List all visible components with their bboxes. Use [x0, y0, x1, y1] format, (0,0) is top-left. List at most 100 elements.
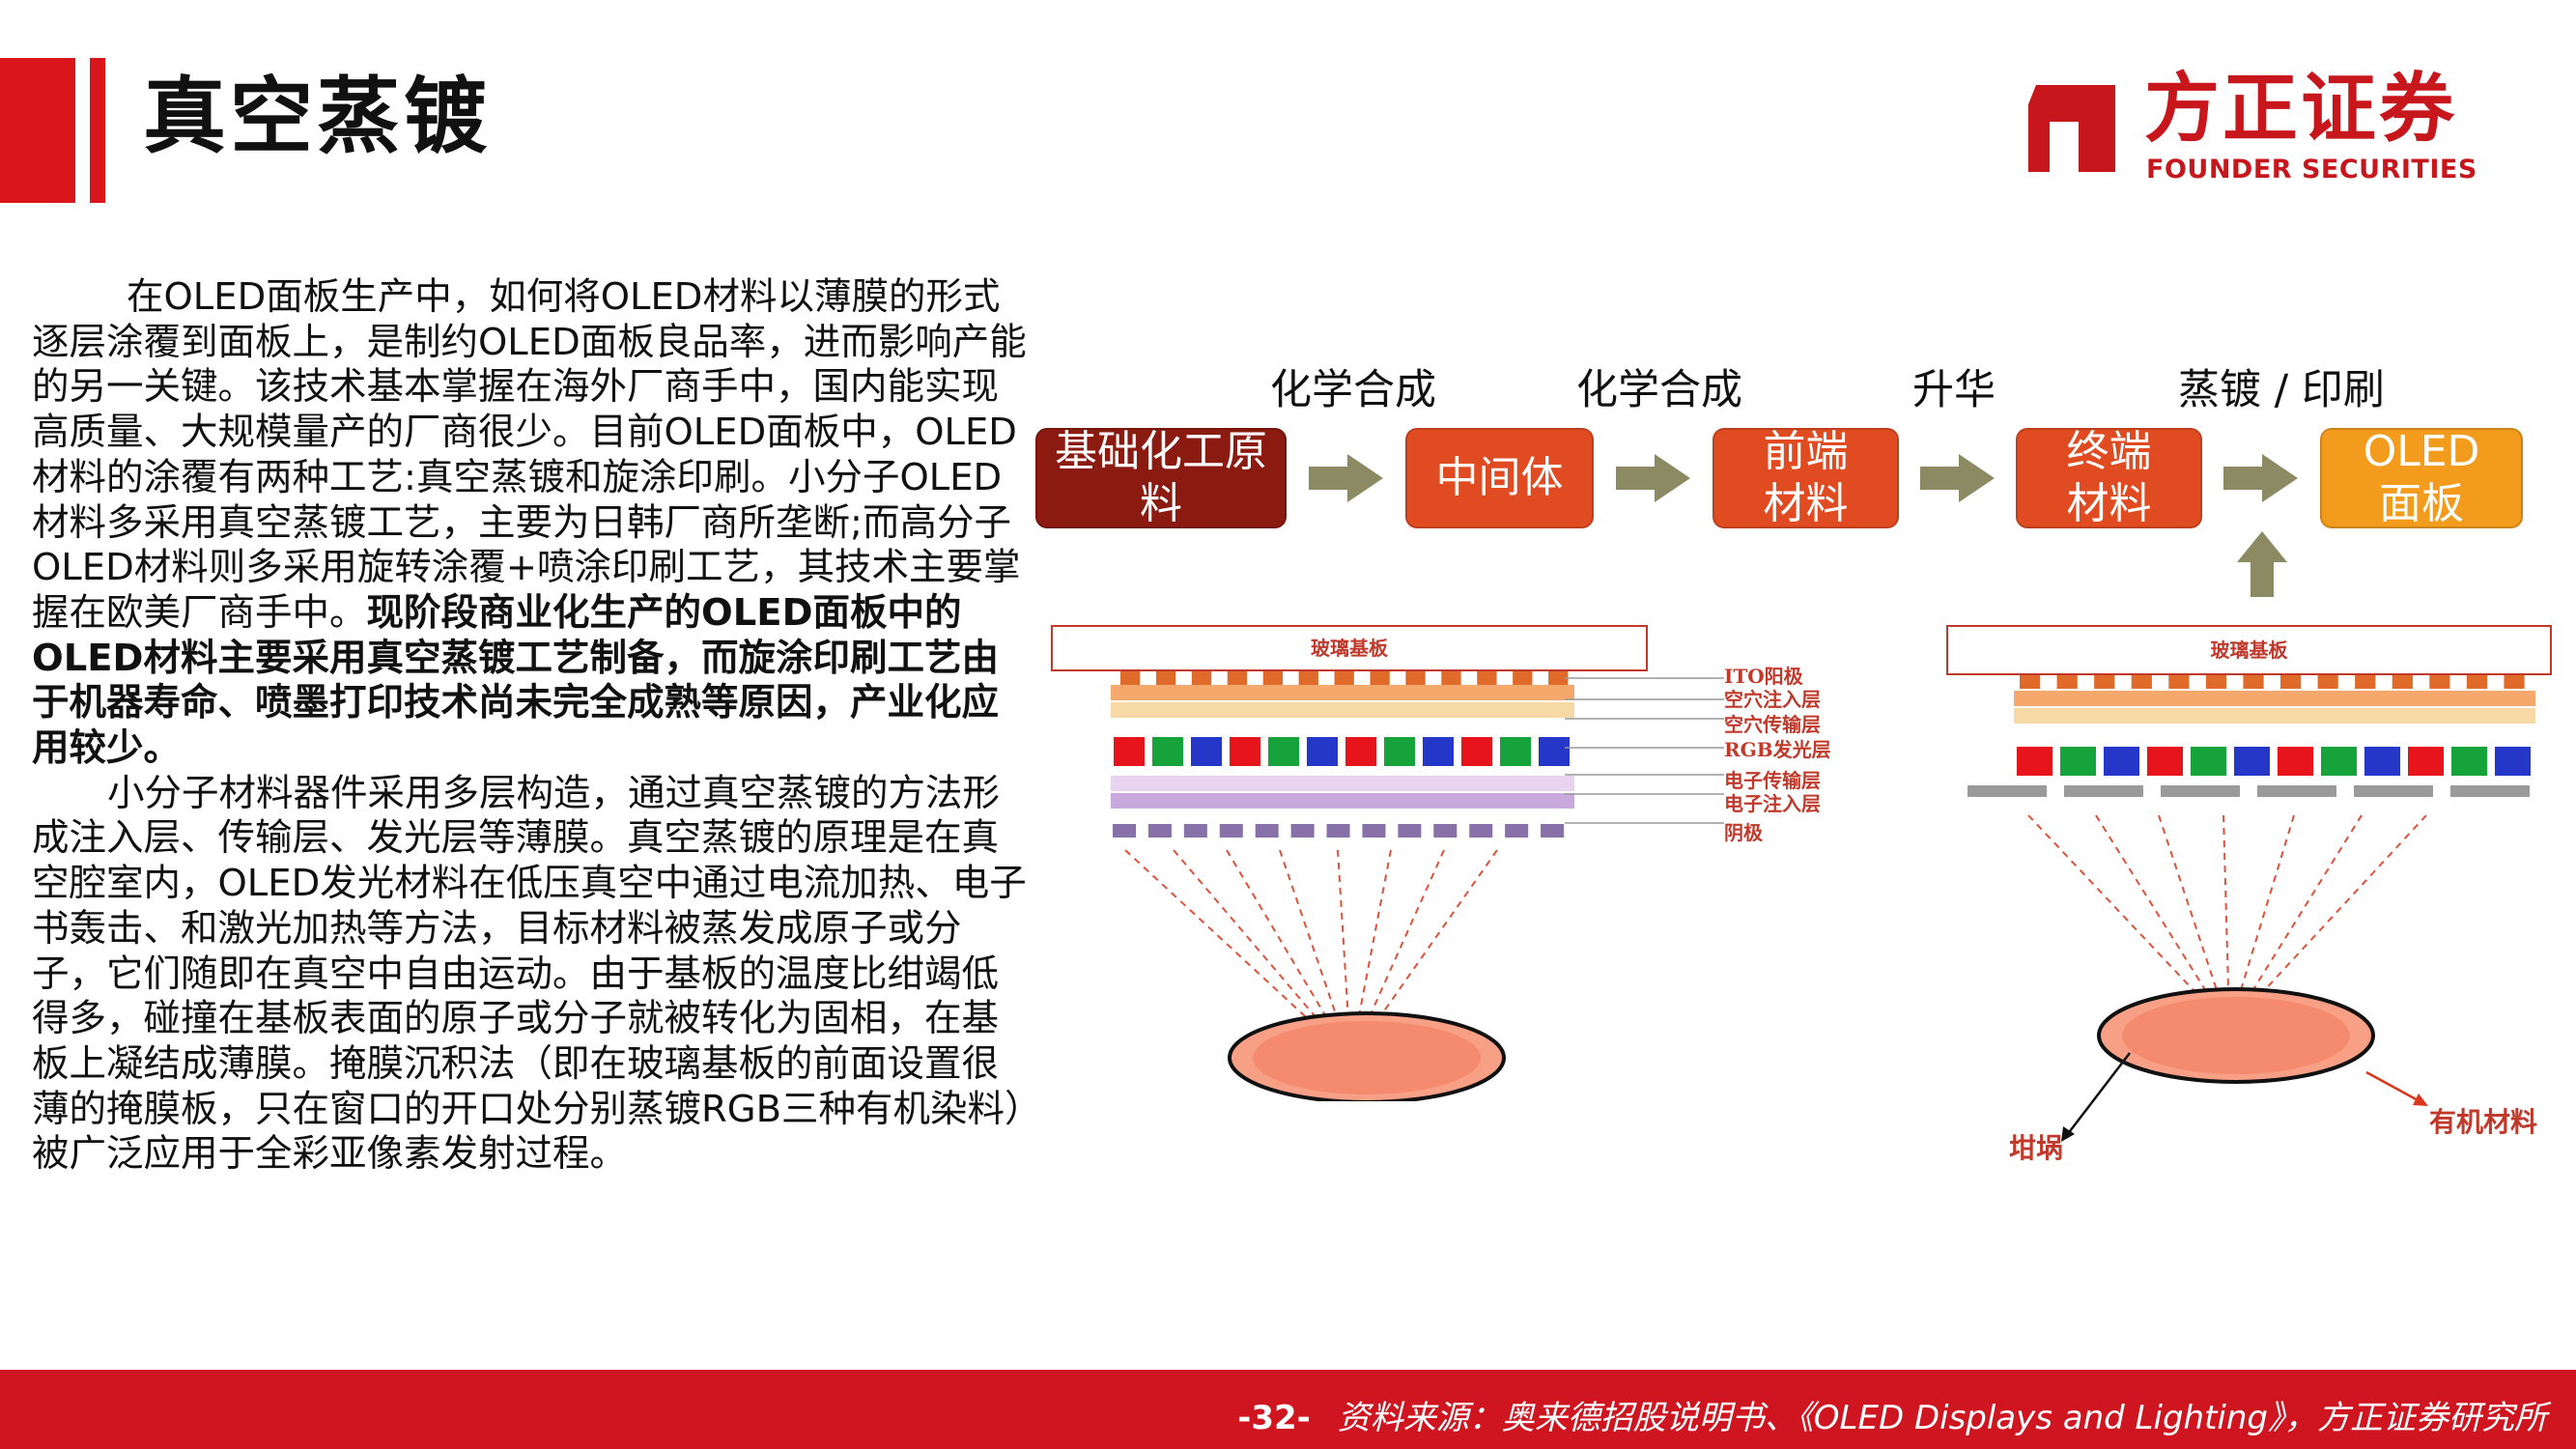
layer-label-hole-injection: 空穴注入层	[1724, 688, 1821, 711]
cathode-segment	[1469, 824, 1493, 838]
shadow-mask-segment	[2064, 785, 2143, 797]
flow-box-raw-materials: 基础化工原料	[1035, 427, 1287, 528]
rgb-subpixel	[1114, 737, 1145, 766]
logo-chinese-name: 方正证券	[2144, 66, 2458, 153]
rgb-subpixel	[2104, 747, 2139, 776]
ito-anode-segment	[1513, 671, 1533, 685]
cathode-segment	[1290, 824, 1315, 838]
right-evaporation-source	[2027, 814, 2428, 1142]
rgb-subpixel	[1500, 737, 1531, 766]
ito-anode-segment	[1262, 671, 1283, 685]
cathode-segment	[1362, 824, 1386, 838]
footer-text: -32- 资料来源：奥来德招股说明书、《OLED Displays and Lig…	[1237, 1391, 2547, 1438]
ito-anode-segment	[2355, 675, 2376, 689]
cathode-segment	[1147, 824, 1172, 838]
flow-box-intermediate: 中间体	[1405, 428, 1594, 528]
rgb-subpixel	[1423, 737, 1454, 766]
flow-arrow-icon	[1920, 454, 1995, 502]
logo-mark-icon	[2028, 85, 2115, 172]
electron-injection-layer	[1111, 793, 1574, 809]
rgb-subpixel	[2191, 747, 2226, 776]
left-oled-layer-stack	[1111, 671, 1574, 838]
ito-anode-segment	[2056, 675, 2078, 689]
paragraph-1-text: 在OLED面板生产中，如何将OLED材料以薄膜的形式逐层涂覆到面板上，是制约OL…	[32, 275, 1027, 635]
rgb-subpixel	[1268, 737, 1299, 766]
title-accent-stripe	[90, 58, 105, 203]
left-glass-substrate: 玻璃基板	[1051, 625, 1648, 671]
electron-transport-layer	[1111, 776, 1574, 791]
right-oled-layer-stack	[1967, 675, 2535, 797]
body-text: 在OLED面板生产中，如何将OLED材料以薄膜的形式逐层涂覆到面板上，是制约OL…	[32, 275, 1027, 1178]
shadow-mask-segment	[2257, 785, 2336, 797]
cathode-segment	[1255, 824, 1279, 838]
ito-anode-segment	[2168, 675, 2190, 689]
crucible-label: 坩埚	[2009, 1132, 2064, 1164]
layer-label-cathode: 阴极	[1724, 821, 1763, 844]
footer-source: 资料来源：奥来德招股说明书、《OLED Displays and Lightin…	[1337, 1399, 2547, 1437]
rgb-subpixel	[2495, 747, 2531, 776]
hole-transport-layer	[1111, 702, 1574, 718]
page-title: 真空蒸镀	[143, 69, 491, 165]
shadow-mask-segment	[1967, 785, 2047, 797]
ito-anode-segment	[1405, 671, 1426, 685]
rgb-subpixel	[2278, 747, 2313, 776]
flow-box-oled-panel: OLED面板	[2320, 427, 2523, 528]
cathode-segment	[1326, 824, 1350, 838]
flow-step-label: 升华	[1912, 366, 1996, 414]
organic-material-label: 有机材料	[2429, 1106, 2538, 1138]
cathode-segment	[1113, 824, 1136, 838]
ito-anode-segment	[1477, 671, 1497, 685]
ito-anode-segment	[2466, 675, 2488, 689]
paragraph-1-bold-text: 现阶段商业化生产的OLED面板中的OLED材料主要采用真空蒸镀工艺制备，而旋涂印…	[32, 590, 1000, 771]
rgb-subpixel	[1461, 737, 1492, 766]
ito-anode-segment	[2020, 675, 2041, 689]
ito-anode-segment	[1120, 671, 1141, 685]
rgb-subpixel	[2147, 747, 2183, 776]
rgb-subpixel	[2017, 747, 2052, 776]
flow-arrow-icon	[2223, 454, 2298, 502]
cathode-segment	[1433, 824, 1458, 838]
ito-anode-segment	[1334, 671, 1354, 685]
rgb-subpixel	[1191, 737, 1222, 766]
rgb-subpixel	[1307, 737, 1338, 766]
ito-anode-segment	[1298, 671, 1318, 685]
page-number: -32-	[1237, 1399, 1311, 1437]
hole-transport-layer	[2014, 708, 2535, 724]
paragraph-2: 小分子材料器件采用多层构造，通过真空蒸镀的方法形成注入层、传输层、发光层等薄膜。…	[32, 772, 1027, 1178]
right-glass-substrate: 玻璃基板	[1946, 625, 2552, 675]
shadow-mask-segment	[2450, 785, 2530, 797]
cathode-segment	[1219, 824, 1243, 838]
ito-anode-segment	[1155, 671, 1176, 685]
ito-anode-segment	[2205, 675, 2227, 689]
flow-arrow-up-icon	[2237, 531, 2287, 597]
shadow-mask-segment	[2161, 785, 2240, 797]
rgb-subpixel	[2451, 747, 2487, 776]
layer-label-electron-injection: 电子注入层	[1724, 792, 1821, 815]
rgb-subpixel	[1345, 737, 1376, 766]
rgb-subpixel	[1384, 737, 1415, 766]
cathode-segment	[1183, 824, 1207, 838]
ito-anode-segment	[2131, 675, 2152, 689]
ito-anode-segment	[2504, 675, 2525, 689]
left-evaporation-source	[1124, 849, 1506, 1101]
cathode-segment	[1541, 824, 1565, 838]
layer-label-electron-transport: 电子传输层	[1724, 769, 1821, 792]
rgb-subpixel	[2060, 747, 2096, 776]
rgb-subpixel	[2321, 747, 2357, 776]
ito-anode-segment	[2243, 675, 2264, 689]
ito-anode-segment	[1191, 671, 1212, 685]
flow-step-label: 化学合成	[1576, 366, 1742, 414]
ito-anode-segment	[2317, 675, 2338, 689]
left-layer-leader-lines	[1565, 677, 1724, 824]
layer-label-hole-transport: 空穴传输层	[1724, 713, 1821, 736]
flow-box-terminal-material: 终端材料	[2016, 427, 2202, 528]
title-accent-bar	[0, 58, 75, 203]
ito-anode-segment	[1441, 671, 1461, 685]
rgb-subpixel	[2364, 747, 2400, 776]
hole-injection-layer	[1111, 685, 1574, 700]
layer-label-ito-anode: ITO阳极	[1724, 665, 1803, 688]
cathode-segment	[1505, 824, 1529, 838]
flow-arrow-icon	[1309, 454, 1383, 502]
rgb-subpixel	[1539, 737, 1570, 766]
layer-label-rgb-emissive: RGB发光层	[1724, 738, 1831, 761]
